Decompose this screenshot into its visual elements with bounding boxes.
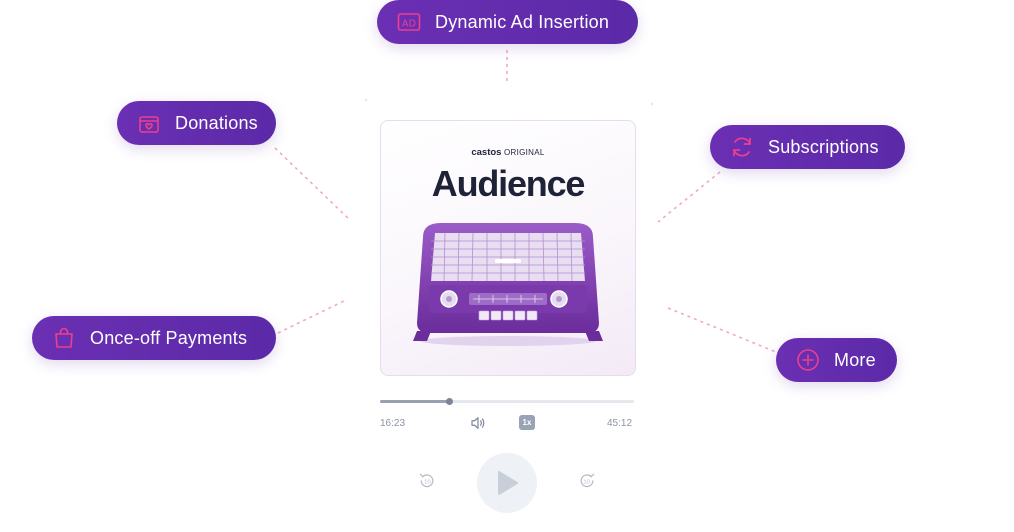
total-duration: 45:12 [607, 418, 633, 429]
play-button[interactable] [477, 453, 537, 513]
gift-box-icon [137, 111, 161, 135]
skip-forward-icon[interactable]: 10 [577, 470, 597, 490]
dynamic-ad-insertion-label: Dynamic Ad Insertion [435, 11, 610, 32]
more-label: More [834, 349, 876, 370]
shopping-bag-icon [52, 326, 76, 350]
progress-bar[interactable] [380, 398, 634, 405]
skip-back-icon[interactable]: 10 [417, 470, 437, 490]
vintage-radio-illustration [413, 223, 603, 346]
cover-brand: castos ORIGINAL [381, 147, 635, 158]
once-off-payments-pill[interactable]: Once-off Payments [32, 316, 276, 360]
dynamic-ad-insertion-pill[interactable]: AD Dynamic Ad Insertion [377, 0, 638, 44]
progress-fill [380, 400, 449, 403]
brand-tag: ORIGINAL [503, 148, 545, 157]
brand-name: castos [471, 147, 502, 158]
progress-handle[interactable] [445, 398, 453, 405]
svg-text:AD: AD [402, 19, 416, 30]
elapsed-time: 16:23 [380, 418, 406, 429]
subscriptions-label: Subscriptions [768, 136, 879, 157]
refresh-icon [730, 135, 754, 159]
playback-speed-button[interactable]: 1x [519, 415, 535, 430]
once-off-payments-label: Once-off Payments [90, 327, 248, 348]
podcast-cover: castos ORIGINAL Audience [380, 120, 636, 376]
ad-icon: AD [397, 10, 421, 34]
donations-pill[interactable]: Donations [117, 101, 276, 145]
skip-back-seconds: 10 [424, 479, 431, 485]
skip-forward-seconds: 10 [583, 479, 590, 485]
more-pill[interactable]: More [776, 338, 897, 382]
donations-label: Donations [175, 112, 258, 133]
cover-title: Audience [431, 163, 586, 204]
plus-circle-icon [796, 348, 820, 372]
subscriptions-pill[interactable]: Subscriptions [710, 125, 905, 169]
volume-icon[interactable] [469, 414, 487, 432]
play-icon [498, 471, 518, 495]
